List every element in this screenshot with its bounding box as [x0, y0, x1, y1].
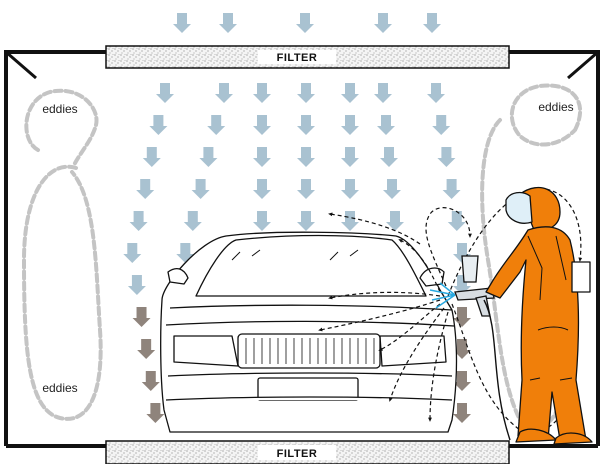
overspray-path	[328, 291, 441, 300]
top-filter: FILTER	[105, 45, 510, 69]
airflow-arrow	[453, 307, 471, 327]
eddy-loop	[509, 83, 582, 147]
overspray-paths	[318, 188, 583, 434]
airflow-arrow	[423, 13, 441, 33]
airflow-arrow	[447, 211, 466, 231]
airflow-arrow	[442, 179, 461, 199]
airflow-arrow	[253, 179, 271, 199]
airflow-arrow	[253, 115, 271, 135]
overspray-path	[328, 212, 421, 245]
overspray-path	[388, 307, 445, 402]
airflow-arrow	[427, 83, 445, 103]
airflow-arrow	[377, 115, 395, 135]
airflow-arrow	[127, 275, 146, 295]
painter-figure	[485, 186, 593, 445]
overspray-path	[428, 311, 449, 422]
bottom-filter-label: FILTER	[277, 448, 318, 460]
airflow-arrow	[253, 211, 271, 231]
airflow-arrow	[341, 115, 359, 135]
airflow-arrow	[199, 147, 218, 167]
eddy-loop	[24, 88, 99, 167]
airflow-arrow	[374, 13, 392, 33]
airflow-arrow	[432, 115, 451, 135]
airflow-arrow	[386, 211, 404, 231]
overspray-path	[447, 188, 583, 297]
eddy-loop	[21, 164, 103, 421]
airflow-arrow	[297, 147, 315, 167]
airflow-arrow	[156, 83, 174, 103]
airflow-arrow	[380, 147, 398, 167]
spray-cone	[429, 282, 456, 309]
airflow-arrow	[383, 179, 401, 199]
airflow-arrow	[374, 83, 392, 103]
airflow-arrow	[207, 115, 226, 135]
airflow-arrow	[215, 83, 233, 103]
airflow-arrow	[341, 147, 359, 167]
airflow-arrow	[297, 211, 315, 231]
airflow-arrow	[191, 179, 210, 199]
overspray-path	[318, 299, 441, 332]
airflow-arrow	[341, 179, 359, 199]
airflow-arrow	[297, 115, 315, 135]
airflow-arrow	[297, 83, 315, 103]
airflow-arrow	[219, 13, 237, 33]
airflow-arrow	[183, 211, 202, 231]
airflow-arrow	[453, 371, 471, 391]
airflow-arrow	[253, 83, 271, 103]
eddies-label-top-right: eddies	[538, 100, 573, 114]
top-filter-label: FILTER	[277, 52, 318, 64]
airflow-arrow	[146, 403, 165, 423]
spray-gun	[454, 255, 511, 441]
airflow-arrow	[453, 403, 471, 423]
eddies-label-top-left: eddies	[42, 102, 77, 116]
airflow-arrow	[137, 339, 156, 359]
eddies-label-bottom-left: eddies	[42, 381, 77, 395]
car-front	[160, 231, 458, 433]
booth-walls	[4, 50, 600, 448]
airflow-arrow	[297, 179, 315, 199]
overspray-path	[425, 207, 472, 287]
airflow-arrow	[141, 371, 160, 391]
airflow-arrow	[341, 211, 359, 231]
airflow-arrow	[129, 211, 148, 231]
airflow-arrow	[123, 243, 142, 263]
airflow-arrow	[173, 13, 191, 33]
bottom-filter: FILTER	[105, 440, 510, 464]
airflow-arrow	[296, 13, 314, 33]
airflow-arrow	[253, 147, 271, 167]
overspray-path	[378, 303, 441, 351]
airflow-arrow	[132, 307, 151, 327]
airflow-arrow	[142, 147, 161, 167]
airflow-arrow	[136, 179, 155, 199]
airflow-arrow	[149, 115, 168, 135]
airflow-arrow	[437, 147, 456, 167]
airflow-arrow	[341, 83, 359, 103]
